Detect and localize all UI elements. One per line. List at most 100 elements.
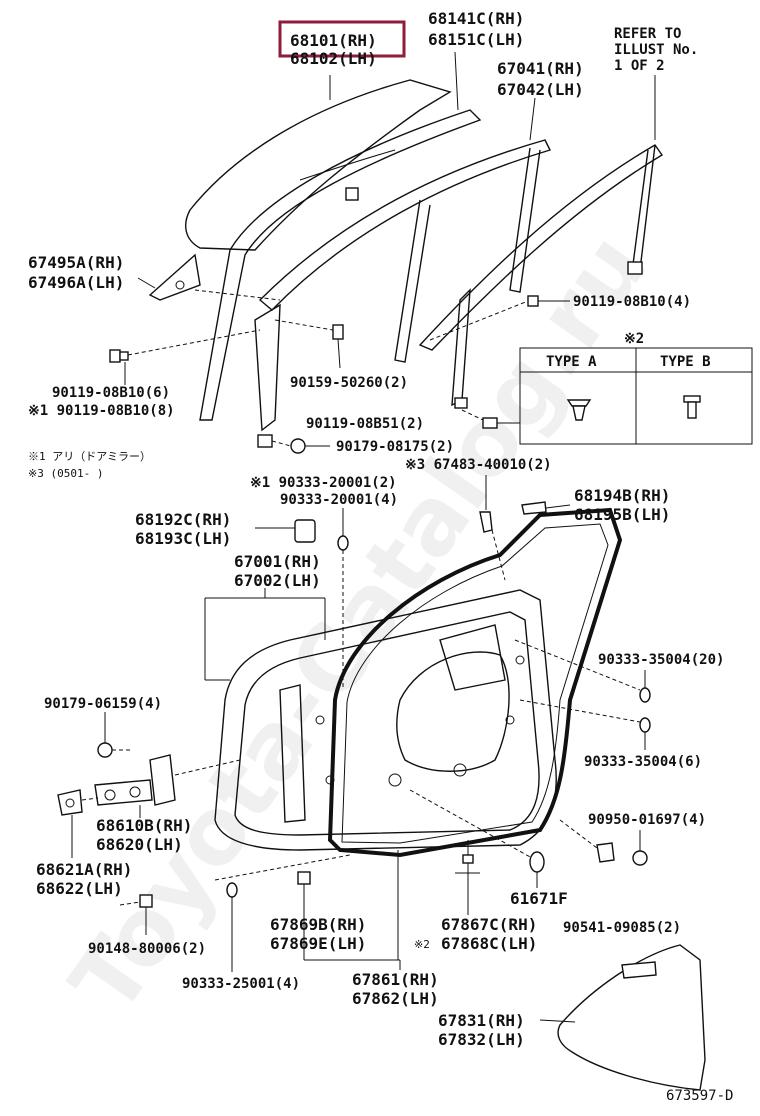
label-67831[interactable]: 67831(RH) 67832(LH)	[438, 1011, 525, 1049]
label-68620-lh: 68620(LH)	[96, 835, 183, 854]
label-67869e-lh: 67869E(LH)	[270, 934, 366, 953]
bolt-90159-50260[interactable]	[332, 324, 344, 369]
label-67862-lh: 67862(LH)	[352, 989, 439, 1008]
label-68622-lh: 68622(LH)	[36, 879, 123, 898]
type-table: ※2 TYPE A TYPE B	[519, 331, 753, 445]
label-67867-mark: ※2	[414, 938, 430, 951]
label-90333-20001-a: ※1 90333-20001(2)	[250, 475, 397, 491]
clip-67869B[interactable]	[297, 871, 311, 885]
label-68102-lh: 68102(LH)	[290, 49, 377, 68]
label-67042-lh: 67042(LH)	[497, 80, 584, 99]
door-hinge[interactable]	[94, 754, 176, 818]
clip-type-a-icon	[566, 399, 592, 421]
bolt-90119-08B10-6[interactable]	[109, 349, 129, 363]
label-68192-rh: 68192C(RH)	[135, 510, 231, 529]
label-68193-lh: 68193C(LH)	[135, 529, 231, 548]
glass-bracket	[345, 187, 359, 201]
watermark: Toyota-Catalog.ru	[50, 215, 667, 1033]
label-68192[interactable]: 68192C(RH) 68193C(LH)	[135, 510, 231, 548]
label-67869-rh: 67869B(RH)	[270, 915, 366, 934]
label-68610[interactable]: 68610B(RH) 68620(LH)	[96, 816, 192, 854]
label-90148-80006[interactable]: 90148-80006(2)	[88, 941, 206, 957]
label-67495[interactable]: 67495A(RH) 67496A(LH)	[28, 253, 156, 292]
label-90119-08B10-8[interactable]: ※1 90119-08B10(8)	[28, 403, 175, 419]
glass-run[interactable]	[199, 109, 482, 421]
label-68195-lh: 68195B(LH)	[574, 505, 670, 524]
label-90119-08B51[interactable]: 90119-08B51(2)	[306, 416, 424, 432]
bolt-90119-08B51[interactable]	[482, 417, 520, 429]
label-67832-lh: 67832(LH)	[438, 1030, 525, 1049]
refer-line1: REFER TO	[614, 26, 681, 42]
label-68194[interactable]: 68194B(RH) 68195B(LH)	[574, 486, 670, 524]
plug-90333-35004-6[interactable]	[639, 717, 651, 733]
label-67868-lh: 67868C(LH)	[441, 934, 537, 953]
refer-line3: 1 OF 2	[614, 58, 665, 74]
nut-90179-08175[interactable]	[290, 438, 330, 454]
label-refer: REFER TO ILLUST No. 1 OF 2	[614, 26, 698, 74]
label-90159-50260[interactable]: 90159-50260(2)	[290, 375, 408, 391]
label-90333-20001[interactable]: ※1 90333-20001(2) 90333-20001(4)	[250, 475, 398, 508]
seal-68194B[interactable]	[521, 501, 571, 515]
label-90541-09085[interactable]: 90541-09085(2)	[563, 920, 681, 936]
plug-90333-35004-20[interactable]	[639, 687, 651, 703]
label-67867[interactable]: ※2 67867C(RH) 67868C(LH)	[414, 915, 537, 953]
mirror-cover[interactable]	[148, 253, 201, 301]
label-90950-01697[interactable]: 90950-01697(4)	[588, 812, 706, 828]
label-67861-rh: 67861(RH)	[352, 970, 439, 989]
label-67002-lh: 67002(LH)	[234, 571, 321, 590]
label-90179-06159[interactable]: 90179-06159(4)	[44, 696, 162, 712]
label-90119-08B10-4[interactable]: 90119-08B10(4)	[573, 294, 691, 310]
label-67041-rh: 67041(RH)	[497, 59, 584, 78]
label-68151-lh: 68151C(LH)	[428, 30, 524, 49]
label-68101-rh: 68101(RH)	[290, 31, 377, 50]
label-61671F[interactable]: 61671F	[510, 889, 568, 908]
clip-67867C[interactable]	[455, 854, 480, 874]
label-90333-25001[interactable]: 90333-25001(4)	[182, 976, 300, 992]
clip-type-b-icon	[683, 395, 701, 419]
label-67869[interactable]: 67869B(RH) 67869E(LH)	[270, 915, 366, 953]
label-68141-rh: 68141C(RH)	[428, 9, 524, 28]
plug-61671F[interactable]	[529, 851, 545, 873]
plug-90333-25001[interactable]	[226, 882, 238, 898]
plug-90333-20001[interactable]	[337, 535, 349, 551]
label-67867-rh: 67867C(RH)	[441, 915, 537, 934]
label-90179-08175[interactable]: 90179-08175(2)	[336, 439, 454, 455]
label-67001[interactable]: 67001(RH) 67002(LH)	[234, 552, 321, 590]
label-90333-35004-20[interactable]: 90333-35004(20)	[598, 652, 724, 668]
bolt-90950-01697[interactable]	[632, 830, 648, 866]
label-67001-rh: 67001(RH)	[234, 552, 321, 571]
label-68621-rh: 68621A(RH)	[36, 860, 132, 879]
type-table-mark: ※2	[624, 331, 644, 347]
note-1: ※1 アリ（ドアミラー）	[28, 450, 151, 463]
label-68101[interactable]: 68101(RH) 68102(LH)	[278, 20, 406, 68]
hole-plug-68192C[interactable]	[294, 519, 316, 543]
label-68141[interactable]: 68141C(RH) 68151C(LH)	[428, 9, 524, 49]
nut-90179-06159[interactable]	[97, 712, 113, 758]
label-68194-rh: 68194B(RH)	[574, 486, 670, 505]
clip-90541-09085[interactable]	[596, 842, 615, 863]
type-b-heading: TYPE B	[660, 354, 711, 370]
bolt-90148-80006[interactable]	[139, 894, 153, 935]
label-67041[interactable]: 67041(RH) 67042(LH)	[497, 59, 584, 99]
label-90333-20001-b: 90333-20001(4)	[280, 492, 398, 508]
label-68621[interactable]: 68621A(RH) 68622(LH)	[36, 860, 132, 898]
figure-code: 673597-D	[666, 1088, 733, 1104]
type-a-heading: TYPE A	[546, 354, 597, 370]
label-67483-40010[interactable]: ※3 67483-40010(2)	[405, 457, 552, 473]
label-90333-35004-6[interactable]: 90333-35004(6)	[584, 754, 702, 770]
label-90119-08B10-6[interactable]: 90119-08B10(6)	[52, 385, 170, 401]
door-trim-panel[interactable]	[557, 944, 706, 1091]
label-67861[interactable]: 67861(RH) 67862(LH)	[352, 970, 439, 1008]
label-67496-lh: 67496A(LH)	[28, 273, 124, 292]
label-68610-rh: 68610B(RH)	[96, 816, 192, 835]
door-check[interactable]	[57, 789, 83, 858]
window-frame-ref	[418, 144, 664, 351]
door-weatherstrip[interactable]	[327, 507, 623, 858]
run-channel[interactable]	[258, 139, 551, 311]
label-67495-rh: 67495A(RH)	[28, 253, 124, 272]
label-67831-rh: 67831(RH)	[438, 1011, 525, 1030]
door-glass[interactable]	[184, 79, 452, 251]
note-3: ※3 (0501- )	[28, 467, 103, 480]
